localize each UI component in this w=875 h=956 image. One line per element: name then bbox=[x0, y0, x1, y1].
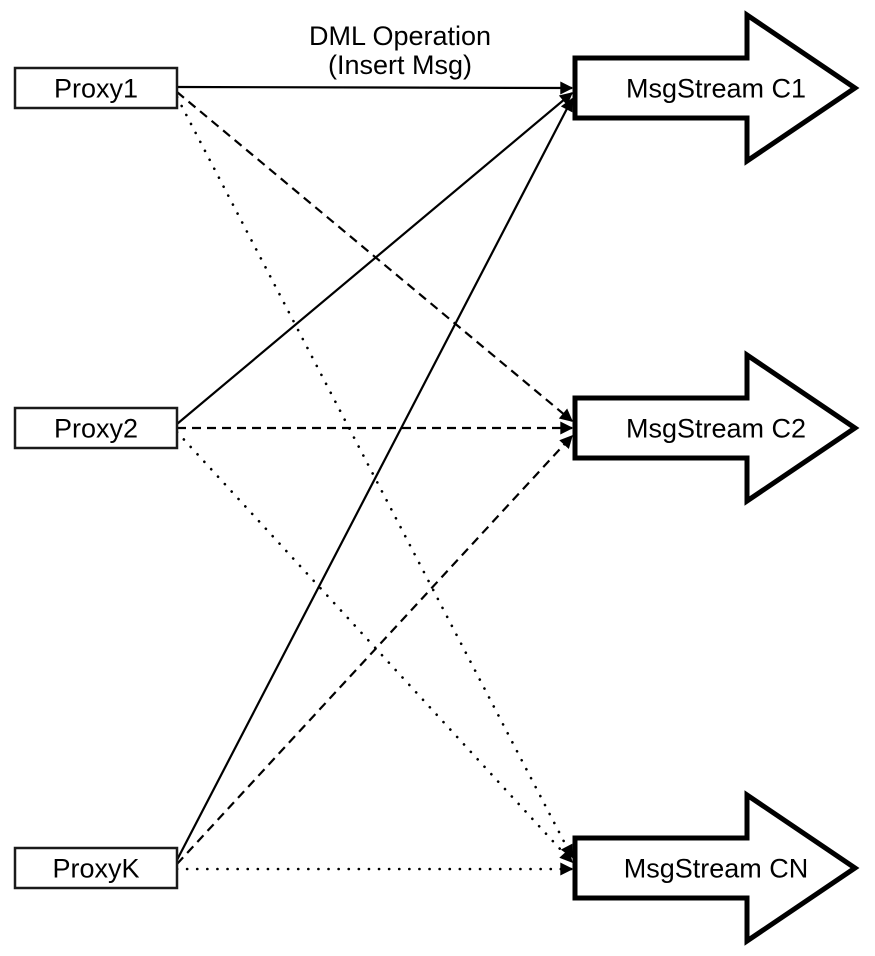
edge-proxy2-to-cn bbox=[175, 430, 574, 864]
msgstream-c1-arrow-shape bbox=[572, 10, 860, 166]
edge-proxyk-to-c2 bbox=[176, 435, 573, 865]
edge-proxy1-to-c2 bbox=[176, 91, 573, 422]
proxy2-label: Proxy2 bbox=[54, 414, 138, 444]
msgstream-cn-arrow-shape bbox=[572, 790, 860, 946]
diagram-title-line1: DML Operation bbox=[309, 21, 491, 51]
proxyk-label: ProxyK bbox=[52, 854, 139, 884]
proxy1-label: Proxy1 bbox=[54, 74, 138, 104]
proxy1-box bbox=[13, 66, 179, 110]
msgstream-c2-arrow-shape bbox=[572, 350, 860, 506]
edge-proxy2-to-c1 bbox=[176, 92, 573, 425]
msgstream-cn-label: MsgStream CN bbox=[624, 854, 809, 884]
node-msgstream-c1: MsgStream C1 bbox=[572, 10, 860, 166]
node-proxyk: ProxyK bbox=[13, 846, 179, 890]
node-proxy2: Proxy2 bbox=[13, 406, 179, 450]
node-msgstream-c2: MsgStream C2 bbox=[572, 350, 860, 506]
proxy2-box bbox=[13, 406, 179, 450]
node-proxy1: Proxy1 bbox=[13, 66, 179, 110]
edge-proxy1-to-cn bbox=[175, 95, 574, 859]
diagram-title-line2: (Insert Msg) bbox=[328, 50, 472, 80]
node-msgstream-cn: MsgStream CN bbox=[572, 790, 860, 946]
msgstream-c1-label: MsgStream C1 bbox=[626, 74, 806, 104]
edge-proxy1-to-c1 bbox=[176, 81, 574, 95]
edges-group bbox=[175, 81, 574, 876]
proxyk-box bbox=[13, 846, 179, 890]
msgstream-c2-label: MsgStream C2 bbox=[626, 414, 806, 444]
edge-proxyk-to-c1 bbox=[176, 97, 573, 861]
